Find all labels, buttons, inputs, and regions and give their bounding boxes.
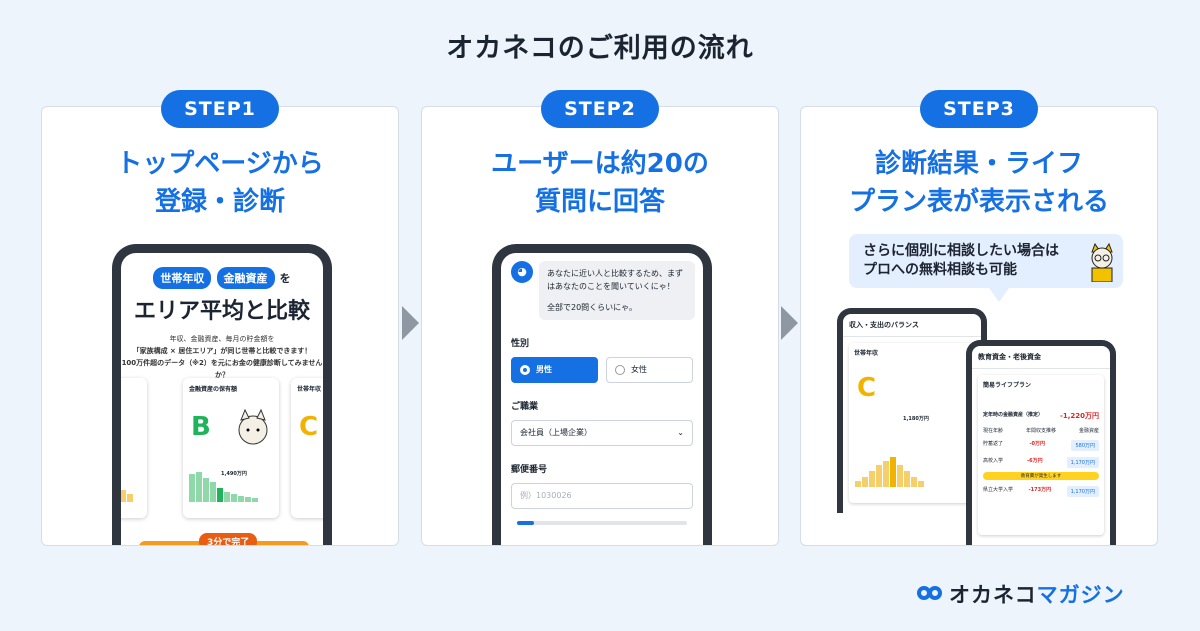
page-title: オカネコのご利用の流れ <box>446 33 754 64</box>
step1-description: 年収、金融資産、毎月の貯金額を 「家族構成 × 居住エリア」が同じ世帯と比較でき… <box>121 335 323 379</box>
step2-phone-mockup: ◕ あなたに近い人と比較するため、まずはあなたのことを聞いていくにゃ！ 全部で2… <box>492 244 712 545</box>
step1-phone-mockup: 世帯年収 金融資産 を エリア平均と比較 年収、金融資産、毎月の貯金額を 「家族… <box>112 244 332 545</box>
step2-card: ユーザーは約20の 質問に回答 ◕ あなたに近い人と比較するため、まずはあなたの… <box>421 106 779 546</box>
gender-male-radio[interactable]: 男性 <box>511 357 598 383</box>
cat-advisor-icon <box>1091 242 1113 282</box>
result-card-assets: 金融資産の保有額 B 1,490万円 <box>183 378 279 518</box>
cta-tag: 3分で完了 <box>199 533 258 545</box>
step1-card: トップページから 登録・診断 世帯年収 金融資産 を エリア平均と比較 年収、金… <box>41 106 399 546</box>
consult-speech-bubble: さらに個別に相談したい場合は プロへの無料相談も可能 <box>849 234 1123 302</box>
step3-badge: STEP3 <box>920 90 1038 128</box>
chat-message: ◕ あなたに近い人と比較するため、まずはあなたのことを聞いていくにゃ！ 全部で2… <box>501 253 703 320</box>
progress-bar <box>517 521 687 525</box>
step3-phone-lifeplan: 教育資金・老後資金 簡易ライフプラン 定年時の金融資産（推定）-1,220万円 … <box>966 340 1116 545</box>
warning-banner: 教育費が発生します <box>983 472 1099 480</box>
step1-badge: STEP1 <box>161 90 279 128</box>
step2-title: ユーザーは約20の 質問に回答 <box>491 149 709 217</box>
result-card-income: 世帯年収 C <box>291 378 323 518</box>
pill-income: 世帯年収 <box>153 267 212 289</box>
cat-illustration-icon <box>238 408 268 445</box>
chat-bubble: あなたに近い人と比較するため、まずはあなたのことを聞いていくにゃ！ 全部で20問… <box>539 261 695 320</box>
chevron-down-icon: ⌄ <box>677 428 684 437</box>
step1-header: 世帯年収 金融資産 を <box>121 267 323 289</box>
job-select[interactable]: 会社員（上場企業）⌄ <box>511 420 693 446</box>
arrow-right-icon <box>402 306 419 340</box>
step3-phone-balance: 収入・支出のバランス 世帯年収 C 1,180万円 <box>837 308 987 513</box>
okaneko-magazine-logo[interactable]: オカネコマガジン <box>917 579 1125 609</box>
grade-b: B <box>191 412 211 442</box>
step1-headline: エリア平均と比較 <box>133 299 310 324</box>
zip-label: 郵便番号 <box>511 465 548 475</box>
result-preview-cards: 金融資産の保有額 B 1,490万円 世帯年収 C <box>121 378 323 518</box>
cat-avatar-icon: ◕ <box>511 261 533 283</box>
job-label: ご職業 <box>511 402 539 412</box>
zip-input[interactable]: 例）1030026 <box>511 483 693 509</box>
grade-c: C <box>299 412 319 442</box>
gender-female-radio[interactable]: 女性 <box>606 357 693 383</box>
step2-badge: STEP2 <box>541 90 659 128</box>
logo-icon <box>917 584 943 604</box>
gender-options: 男性 女性 <box>501 357 703 383</box>
step3-card: 診断結果・ライフ プラン表が表示される さらに個別に相談したい場合は プロへの無… <box>800 106 1158 546</box>
step3-title: 診断結果・ライフ プラン表が表示される <box>848 149 1109 217</box>
gender-label: 性別 <box>511 339 530 349</box>
result-card-left <box>121 378 147 518</box>
arrow-right-icon <box>781 306 798 340</box>
pill-assets: 金融資産 <box>216 267 275 289</box>
step1-title: トップページから 登録・診断 <box>116 149 324 217</box>
